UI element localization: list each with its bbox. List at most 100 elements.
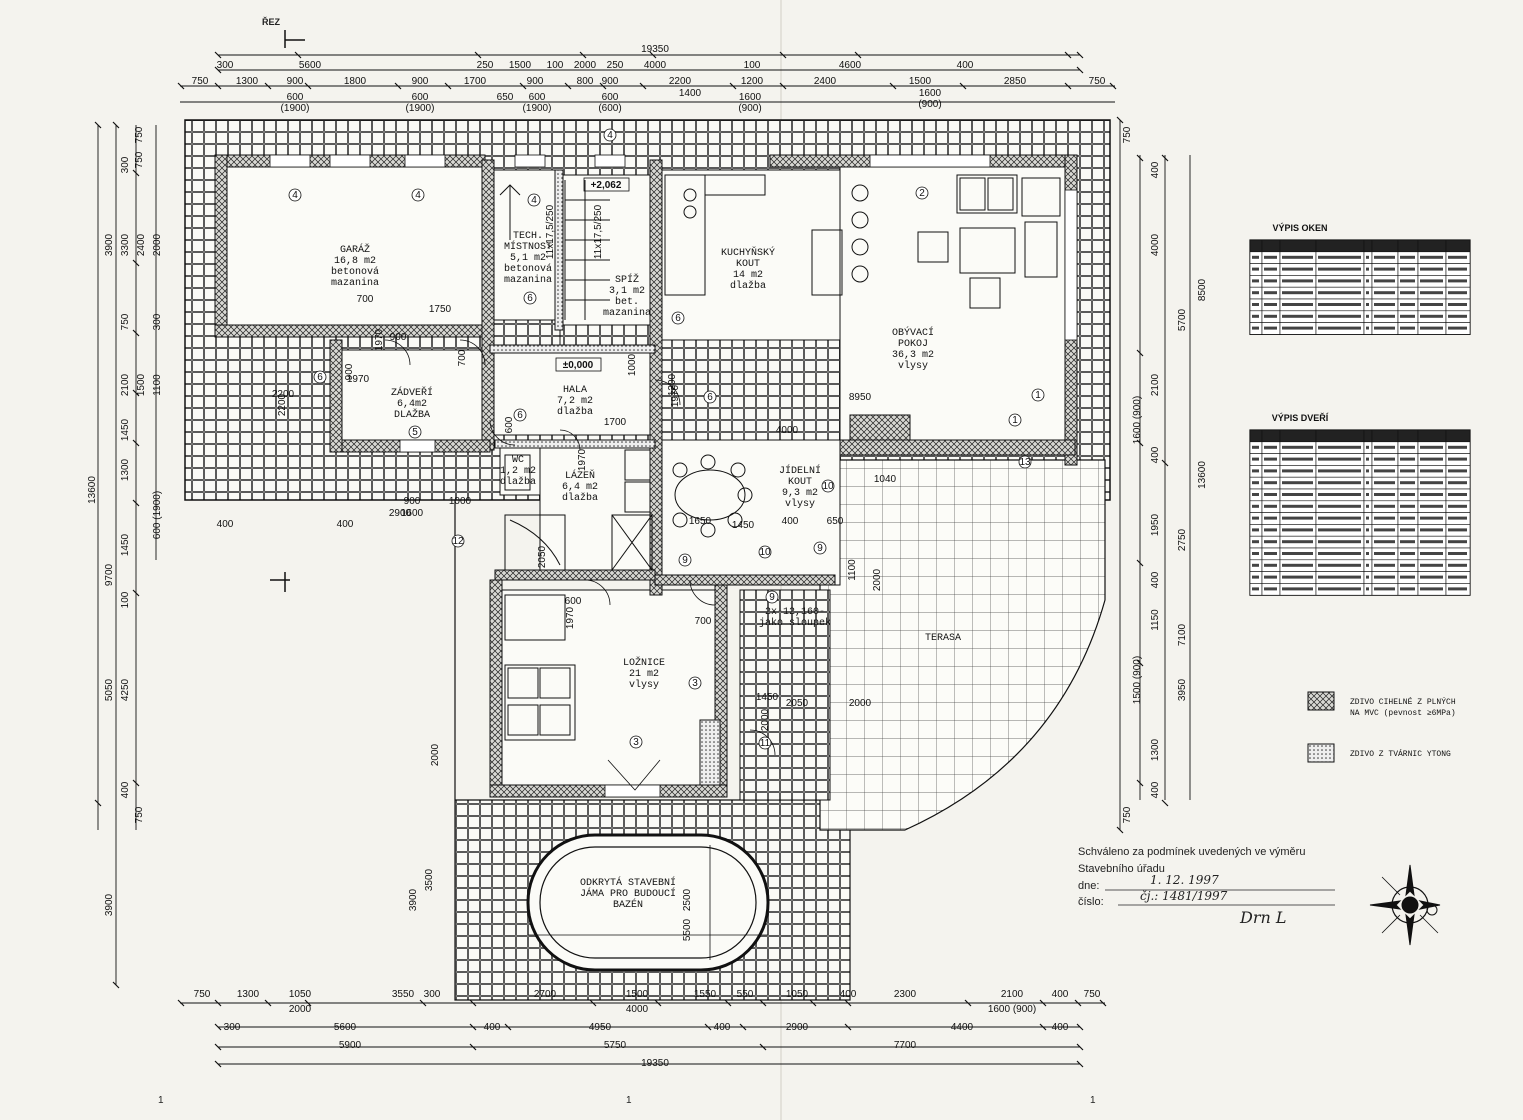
marker-number: 6 (675, 313, 681, 324)
dim-interior: 2200 (277, 393, 288, 416)
dim-top-2: 2850 (1004, 76, 1027, 87)
dim-bottom-1: 2700 (534, 989, 557, 1000)
dim-left: 1100 (152, 374, 163, 396)
table-cell-scribble (1318, 469, 1361, 473)
table-cell-scribble (1264, 279, 1277, 283)
table-cell-scribble (1448, 516, 1467, 520)
table-cell-scribble (1366, 291, 1369, 295)
table-cell-scribble (1420, 314, 1443, 318)
dim-top-3-sub: (1900) (281, 103, 310, 114)
dimension-lines (97, 54, 1191, 1065)
table-cell (1315, 429, 1365, 443)
dim-top-3-sub: (1900) (523, 103, 552, 114)
table-cell-scribble (1374, 481, 1395, 485)
stair-label: 11x17,5/250 (593, 204, 604, 259)
dim-interior: 1970 (577, 448, 588, 471)
dim-top-2: 2400 (814, 76, 837, 87)
room-label-kuchyn: KUCHYŇSKÝ (721, 245, 775, 259)
dim-interior: 400 (217, 519, 234, 530)
dim-bottom-1: 2300 (894, 989, 917, 1000)
marker-number: 9 (817, 543, 823, 554)
dim-top-3: 1400 (679, 88, 702, 99)
table-cell-scribble (1448, 326, 1467, 330)
compass-icon (1369, 864, 1441, 946)
room-label-tech: betonová (504, 263, 552, 275)
approval-number-value: čj.: 1481/1997 (1140, 889, 1228, 903)
table-cell-scribble (1366, 528, 1369, 532)
table-cell-scribble (1264, 445, 1277, 449)
furniture (504, 174, 1061, 741)
table-cell-scribble (1374, 291, 1395, 295)
dim-left: 750 (134, 806, 145, 823)
dim-right: 400 (1150, 161, 1161, 178)
table-cell-scribble (1420, 552, 1443, 555)
dim-interior: 2900 (389, 508, 412, 519)
dim-interior: 2000 (430, 743, 441, 766)
table-cell-scribble (1252, 457, 1259, 461)
table-cell-scribble (1318, 267, 1361, 271)
dim-interior: 700 (357, 294, 374, 305)
table-cell (1445, 429, 1471, 443)
table-cell-scribble (1420, 528, 1443, 532)
table-cell-scribble (1374, 267, 1395, 271)
approval-date-label: dne: (1078, 880, 1100, 892)
room-label-spiz: 3,1 m2 (609, 286, 645, 297)
room-label-lazen: dlažba (562, 492, 598, 504)
room-label-obyvaci: POKOJ (898, 339, 928, 350)
dim-interior: 1970 (347, 374, 370, 385)
table-cell-scribble (1374, 314, 1395, 318)
dim-interior: 400 (782, 516, 799, 527)
dim-top-1: 100 (744, 60, 761, 71)
table-cell-scribble (1448, 314, 1467, 318)
marker-circle (411, 188, 425, 202)
table-cell-scribble (1264, 528, 1277, 532)
pool-outline (526, 833, 770, 972)
table-cell-scribble (1252, 575, 1259, 579)
dim-right: 750 (1122, 126, 1133, 143)
table-cell-scribble (1400, 445, 1415, 449)
dim-left: 750 (134, 151, 145, 168)
dim-interior: 2050 (786, 698, 809, 709)
dim-top-2: 900 (527, 76, 544, 87)
dim-left: 2000 (152, 233, 163, 256)
table-cell-scribble (1374, 540, 1395, 544)
table-cell-scribble (1400, 504, 1415, 508)
marker-number: 2 (919, 188, 925, 199)
dim-bottom-1: 300 (424, 989, 441, 1000)
level-label-upper: +2,062 (591, 180, 622, 191)
marker-number: 6 (517, 410, 523, 421)
table-cell-scribble (1252, 279, 1259, 283)
marker-circle (821, 479, 835, 493)
dim-top-2: 750 (192, 76, 209, 87)
dim-top-3: 600 (529, 92, 546, 103)
page-mark-left: 1 (158, 1095, 164, 1106)
table-cell-scribble (1282, 540, 1313, 544)
table-cell-scribble (1282, 303, 1313, 306)
table-cell-scribble (1420, 587, 1443, 591)
table-cell-scribble (1282, 445, 1313, 449)
table-cell-scribble (1318, 255, 1361, 259)
table-cell-scribble (1448, 575, 1467, 579)
legend-swatch-ytong (1307, 743, 1335, 763)
dim-interior: 2050 (537, 545, 548, 568)
dim-top-overall: 19350 (641, 44, 669, 55)
table-cell-scribble (1400, 528, 1415, 532)
table-cell-scribble (1400, 303, 1415, 306)
table-cell-scribble (1420, 457, 1443, 461)
marker-number: 6 (527, 293, 533, 304)
marker-number: 12 (452, 536, 464, 547)
dim-interior: 3500 (424, 868, 435, 891)
dim-bottom-1: 3550 (392, 989, 415, 1000)
table-cell-scribble (1252, 303, 1259, 306)
dim-top-2: 900 (602, 76, 619, 87)
table-cell-scribble (1374, 563, 1395, 567)
dim-interior: 1100 (847, 559, 858, 581)
table-cell-scribble (1374, 279, 1395, 283)
dim-top-1: 4000 (644, 60, 667, 71)
marker-circle (603, 128, 617, 142)
dim-interior: 3900 (408, 888, 419, 911)
dim-right: 13600 (1197, 461, 1208, 489)
dim-left: 600 (1900) (152, 491, 163, 539)
dim-interior: 700 (457, 349, 468, 366)
